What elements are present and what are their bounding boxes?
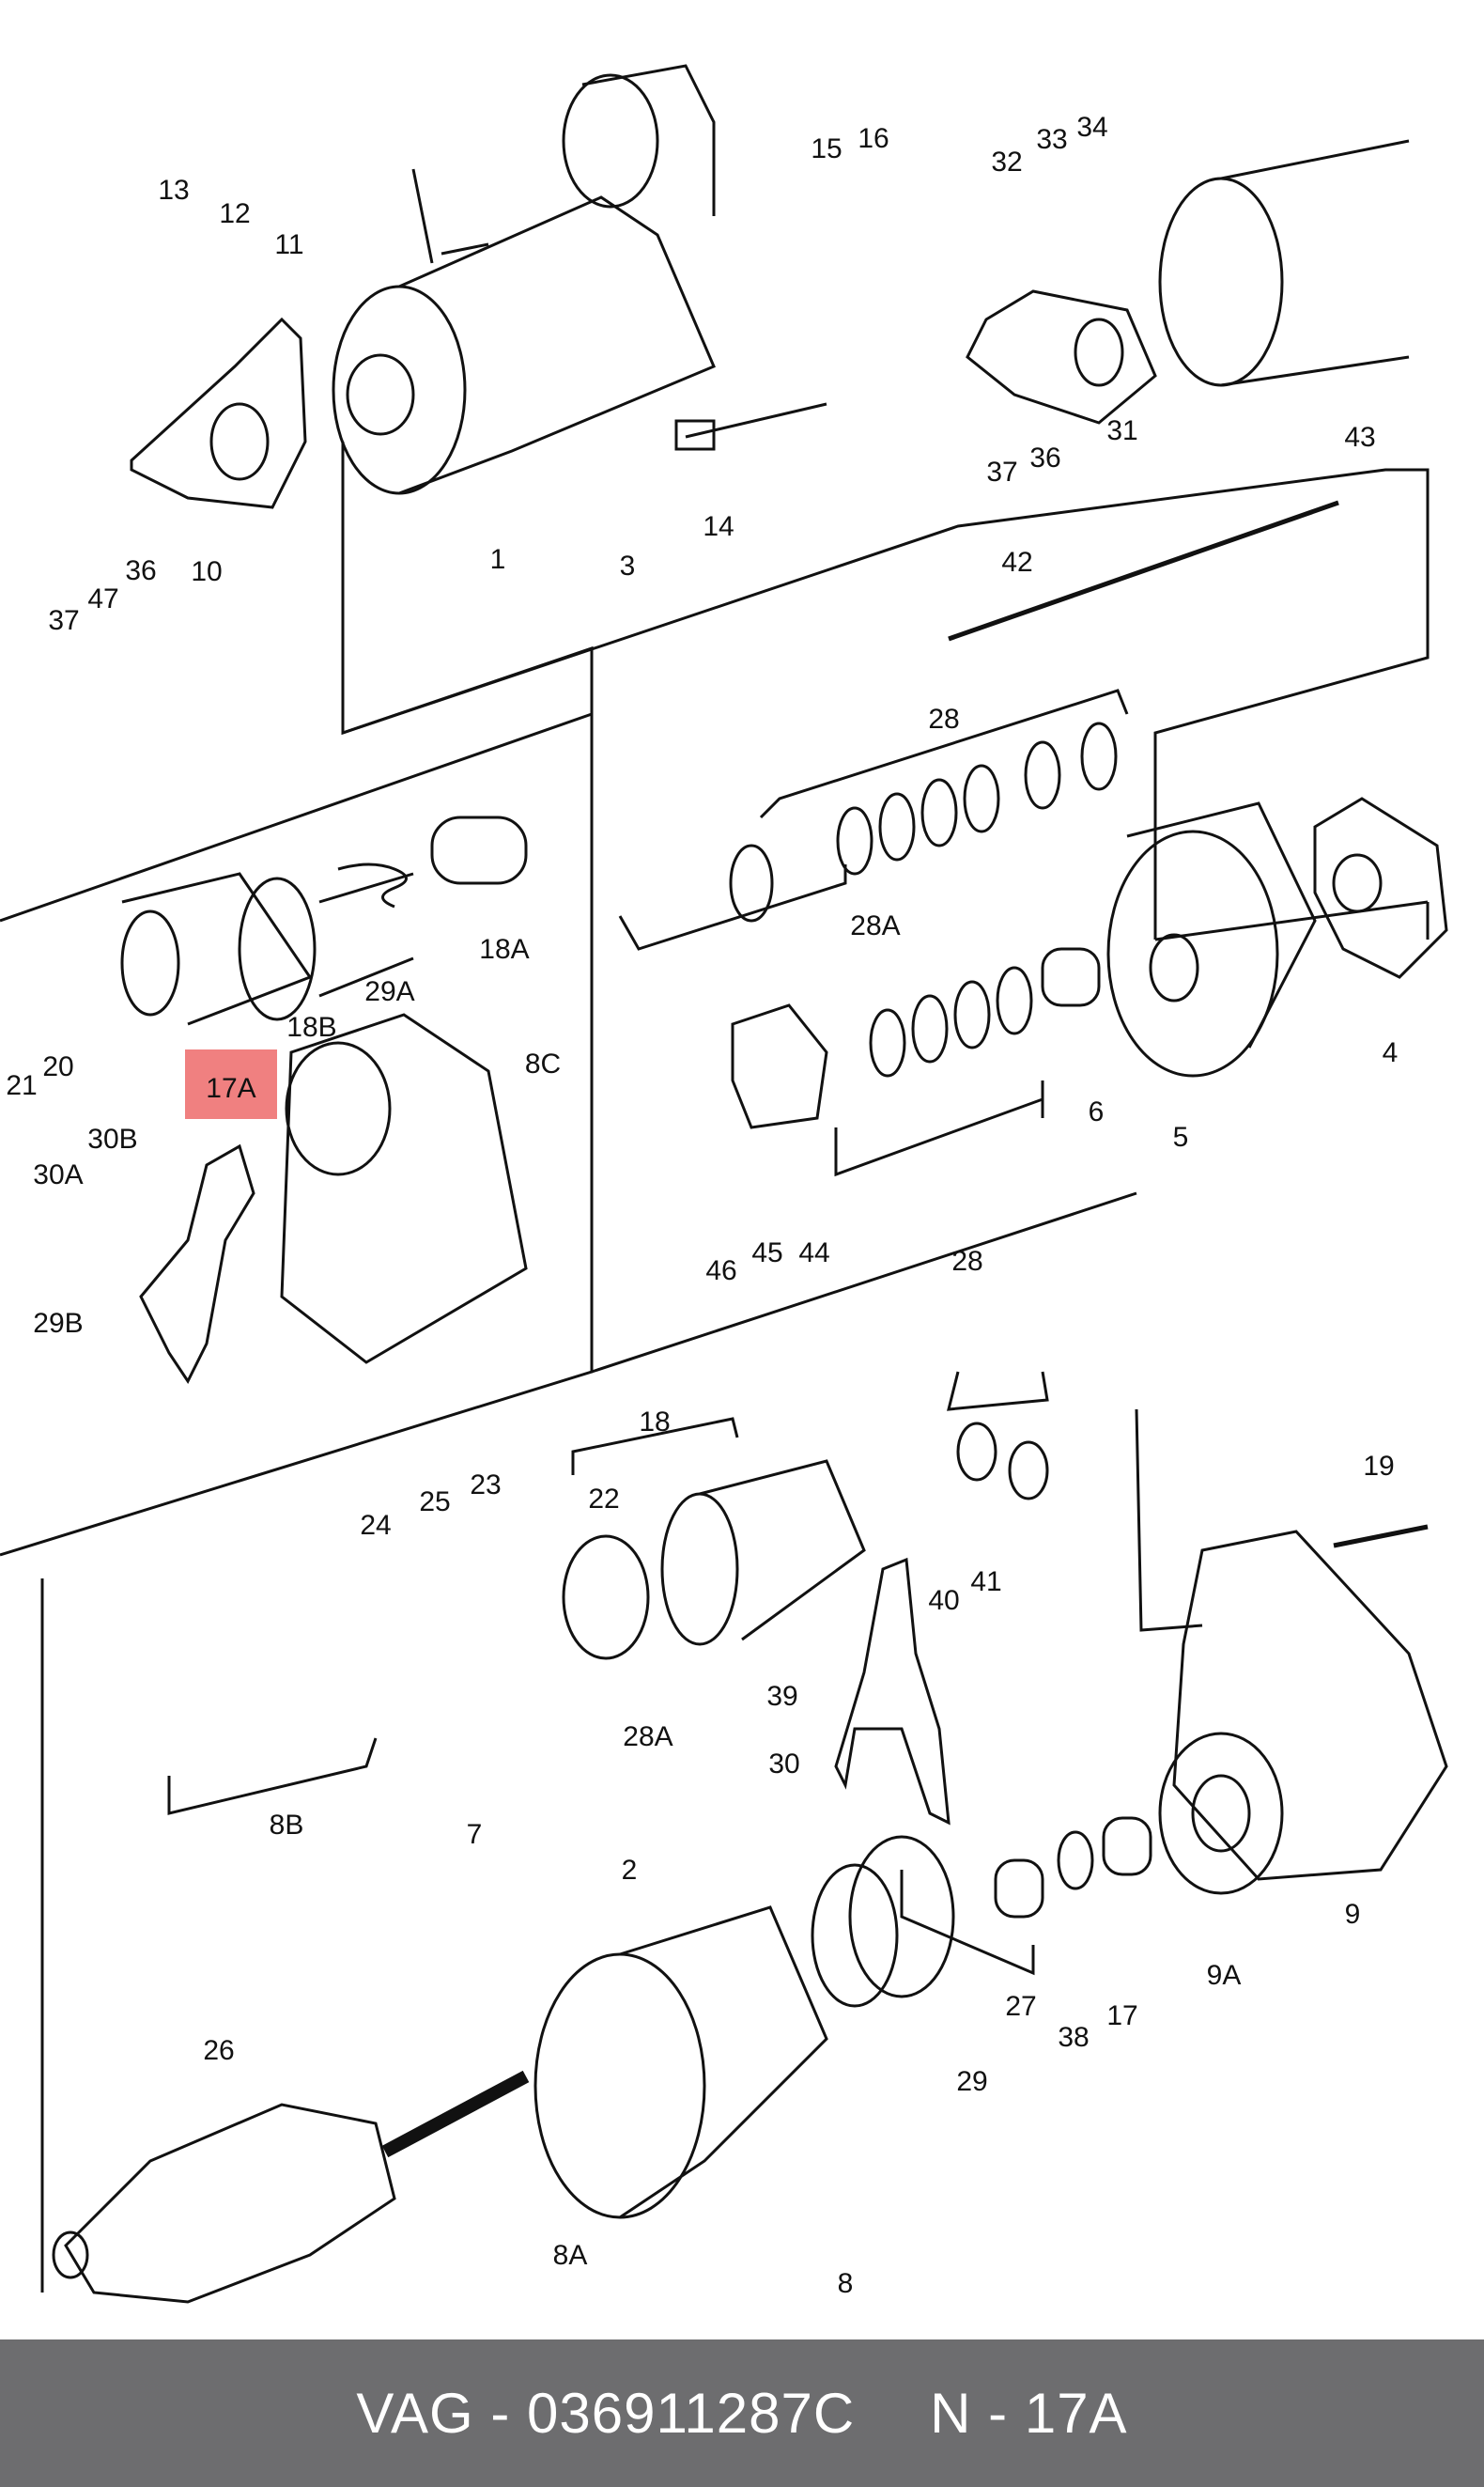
callout-19: 19: [1363, 1451, 1394, 1482]
callout-41: 41: [970, 1566, 1001, 1597]
frame-line: [341, 442, 1430, 940]
callout-23: 23: [470, 1469, 501, 1500]
caption-bar: VAG - 036911287C N - 17A: [0, 2339, 1484, 2487]
armature: [52, 2070, 530, 2304]
frame-line: [0, 712, 593, 923]
through-bolt: [948, 500, 1339, 642]
engagement-lever: [834, 1557, 951, 1826]
callout-38: 38: [1058, 2022, 1089, 2053]
callout-29a: 29A: [364, 976, 414, 1007]
callout-37-right: 37: [986, 457, 1017, 488]
shift-fork: [139, 1143, 255, 1384]
plunger-cap: [731, 1003, 828, 1129]
callout-31: 31: [1106, 415, 1137, 446]
callout-28-top: 28: [928, 704, 959, 735]
callout-1: 1: [490, 544, 506, 575]
callout-9: 9: [1345, 1899, 1361, 1930]
callout-18a: 18A: [479, 934, 529, 965]
callout-27: 27: [1005, 1991, 1036, 2022]
frame-line: [1154, 900, 1429, 941]
callout-43: 43: [1344, 422, 1375, 453]
brush-plate: [1313, 797, 1448, 979]
callout-8: 8: [838, 2268, 854, 2299]
highlight-box: [185, 1049, 277, 1119]
callout-2: 2: [622, 1855, 638, 1886]
callout-11: 11: [274, 229, 303, 260]
seal-rings: [729, 722, 1118, 1500]
callout-44: 44: [798, 1237, 829, 1268]
callout-16: 16: [858, 123, 889, 154]
frame-line: [342, 645, 594, 735]
callout-10: 10: [191, 556, 222, 587]
callout-28-mid: 28: [951, 1246, 982, 1277]
callout-40: 40: [928, 1585, 959, 1616]
callout-30: 30: [768, 1749, 799, 1780]
pinion-drive: [811, 1863, 899, 2008]
callout-45: 45: [751, 1237, 782, 1268]
exploded-parts-diagram: 1 2 3 4 5 6 7 8 8A 8B 8C 9 9A 10 11 12 1…: [0, 64, 1448, 2304]
callout-22: 22: [588, 1484, 619, 1515]
callout-20: 20: [42, 1051, 73, 1082]
caption-position-number: N - 17A: [930, 2382, 1128, 2445]
callout-8b: 8B: [270, 1810, 304, 1841]
starter-motor-assembly: [332, 64, 827, 495]
callout-18: 18: [639, 1407, 670, 1438]
bracket: [966, 289, 1157, 425]
callout-14: 14: [703, 511, 734, 542]
callout-37-left: 37: [48, 605, 79, 636]
callout-24: 24: [360, 1510, 391, 1541]
callout-25: 25: [419, 1486, 450, 1517]
commutator-end-housing: [1106, 830, 1279, 1078]
callout-17: 17: [1106, 2000, 1137, 2031]
callout-8a: 8A: [553, 2240, 588, 2271]
callout-15: 15: [811, 133, 842, 164]
callout-36-right: 36: [1029, 443, 1060, 474]
callout-42: 42: [1001, 547, 1032, 578]
callout-30a: 30A: [33, 1159, 83, 1190]
end-cap: [1158, 177, 1284, 387]
callout-33: 33: [1036, 124, 1067, 155]
callout-30b: 30B: [87, 1124, 137, 1155]
callout-32: 32: [991, 147, 1022, 178]
callout-21: 21: [6, 1070, 37, 1101]
callout-6: 6: [1089, 1096, 1105, 1127]
callout-28a-top: 28A: [850, 910, 900, 941]
callout-47: 47: [87, 583, 118, 614]
callout-28a-low: 28A: [623, 1721, 672, 1752]
callout-36-top: 36: [125, 555, 156, 586]
callout-7: 7: [467, 1819, 483, 1850]
callout-46: 46: [705, 1255, 736, 1286]
bracket: [130, 317, 307, 509]
caption-part-number: VAG - 036911287C: [356, 2382, 856, 2445]
callout-17a: 17A: [206, 1073, 255, 1104]
solenoid-group: [120, 816, 528, 1364]
callout-34: 34: [1076, 112, 1107, 143]
callout-29b: 29B: [33, 1308, 83, 1339]
frame-line: [591, 1191, 1137, 1374]
drive-end-housing: [1172, 1530, 1448, 1881]
callout-29: 29: [956, 2066, 987, 2097]
callout-13: 13: [158, 175, 189, 206]
callout-12: 12: [219, 198, 250, 229]
callout-18b: 18B: [286, 1012, 336, 1043]
callout-9a: 9A: [1207, 1960, 1242, 1991]
callout-5: 5: [1173, 1122, 1189, 1153]
frame-line: [1135, 1408, 1203, 1632]
solenoid-body: [660, 1492, 739, 1646]
callout-26: 26: [203, 2035, 234, 2066]
callout-8c: 8C: [525, 1049, 561, 1080]
callout-39: 39: [766, 1681, 797, 1712]
callout-4: 4: [1383, 1037, 1399, 1068]
callout-3: 3: [620, 551, 636, 582]
